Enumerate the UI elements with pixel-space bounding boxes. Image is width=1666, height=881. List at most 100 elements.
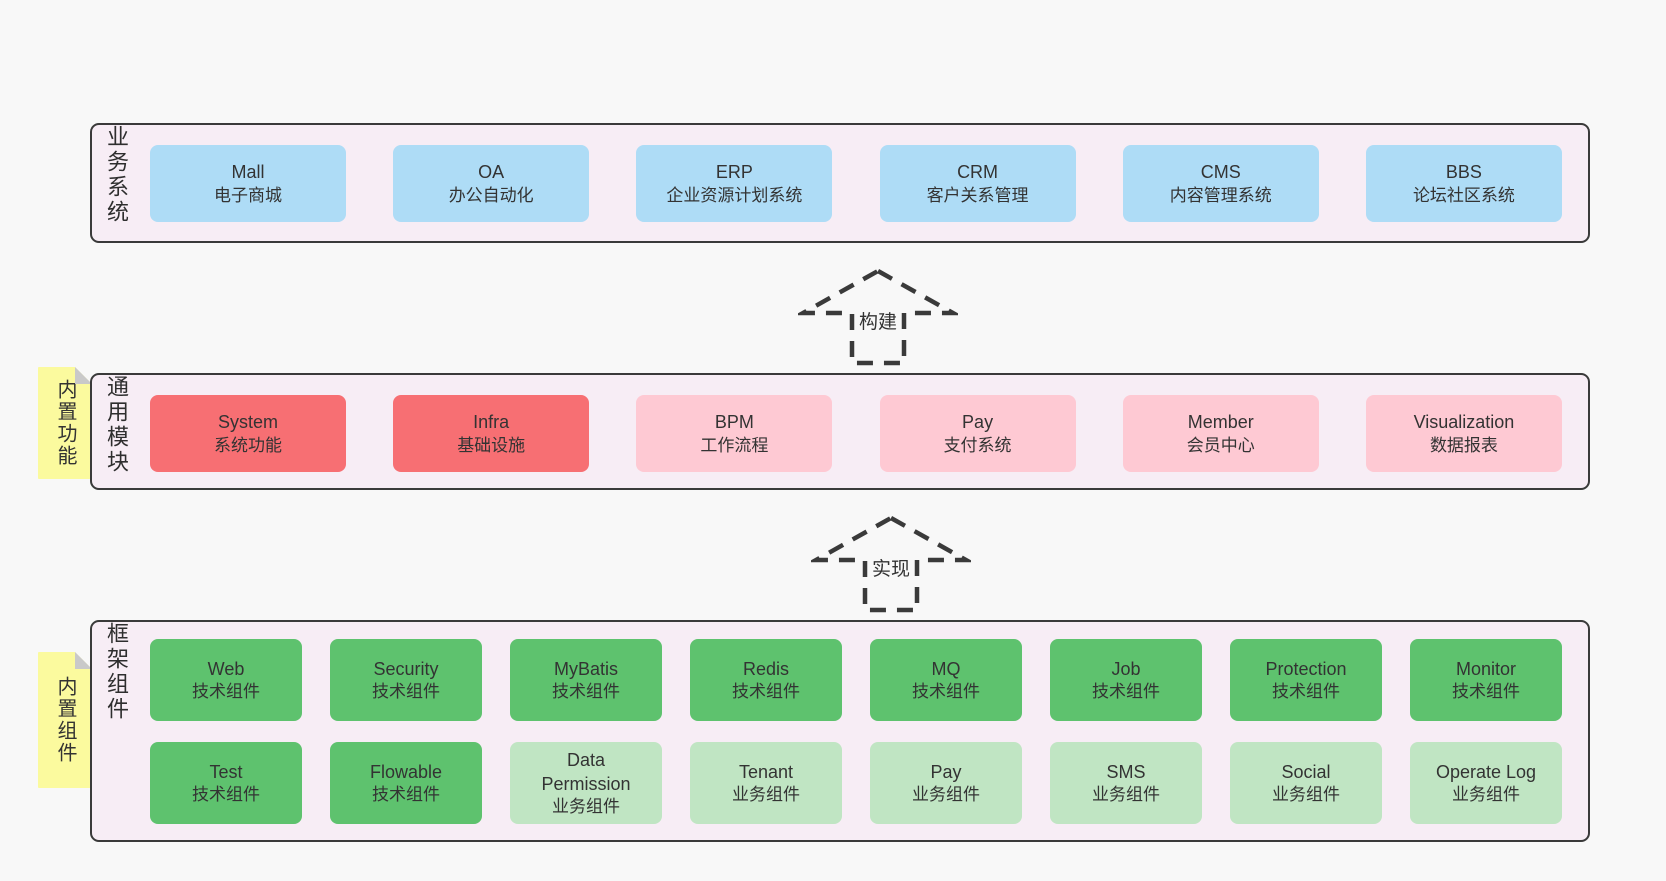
- box-subtitle: 技术组件: [1452, 682, 1520, 702]
- box-title: Protection: [1265, 658, 1347, 679]
- box-title: SMS: [1106, 761, 1146, 782]
- box-title: BPM: [714, 412, 754, 433]
- box-subtitle: 技术组件: [1272, 682, 1340, 702]
- box-subtitle: 企业资源计划系统: [666, 185, 803, 205]
- box-test: Test 技术组件: [150, 742, 302, 824]
- box-subtitle: 业务组件: [732, 785, 800, 805]
- business-box-row: Mall 电子商城 OA 办公自动化 ERP 企业资源计划系统 CRM 客户关系…: [150, 145, 1562, 222]
- box-subtitle: 支付系统: [943, 435, 1012, 455]
- sticky-tab-builtin-features: 内置功能: [38, 367, 92, 479]
- section-framework-components: 框架组件 Web 技术组件 Security 技术组件 MyBatis 技术组件…: [90, 620, 1590, 842]
- box-social: Social 业务组件: [1230, 742, 1382, 824]
- box-subtitle: 工作流程: [700, 435, 769, 455]
- box-erp: ERP 企业资源计划系统: [636, 145, 833, 222]
- box-data-permission: Data Permission 业务组件: [510, 742, 662, 824]
- box-subtitle: 技术组件: [372, 785, 440, 805]
- box-mall: Mall 电子商城: [150, 145, 346, 222]
- modules-box-row: System 系统功能 Infra 基础设施 BPM 工作流程 Pay 支付系统…: [150, 395, 1562, 472]
- section-common-modules: 通用模块 System 系统功能 Infra 基础设施 BPM 工作流程 Pay…: [90, 373, 1590, 490]
- box-title: CMS: [1200, 162, 1241, 183]
- components-box-row-1: Web 技术组件 Security 技术组件 MyBatis 技术组件 Redi…: [150, 639, 1562, 721]
- box-subtitle: 基础设施: [457, 435, 526, 455]
- box-title: Pay: [962, 412, 994, 433]
- box-mq: MQ 技术组件: [870, 639, 1022, 721]
- box-subtitle: 技术组件: [192, 785, 260, 805]
- box-oa: OA 办公自动化: [393, 145, 590, 222]
- dashed-up-arrow-icon: [798, 268, 958, 366]
- box-title: Social: [1281, 761, 1331, 782]
- sticky-tab-label: 内置组件: [54, 676, 76, 764]
- components-box-row-2: Test 技术组件 Flowable 技术组件 Data Permission …: [150, 742, 1562, 824]
- box-subtitle: 论坛社区系统: [1412, 185, 1515, 205]
- box-mybatis: MyBatis 技术组件: [510, 639, 662, 721]
- box-member: Member 会员中心: [1122, 395, 1319, 472]
- box-job: Job 技术组件: [1050, 639, 1202, 721]
- box-crm: CRM 客户关系管理: [879, 145, 1076, 222]
- box-title: Data Permission: [541, 749, 631, 794]
- box-redis: Redis 技术组件: [690, 639, 842, 721]
- box-subtitle: 电子商城: [214, 185, 282, 205]
- box-title: Member: [1187, 412, 1254, 433]
- box-subtitle: 技术组件: [732, 682, 800, 702]
- box-system: System 系统功能: [150, 395, 346, 472]
- box-title: Infra: [473, 412, 510, 433]
- box-subtitle: 业务组件: [912, 785, 980, 805]
- box-title: MQ: [931, 658, 961, 679]
- sticky-tab-label: 内置功能: [54, 379, 76, 467]
- box-subtitle: 技术组件: [1092, 682, 1160, 702]
- box-title: Visualization: [1413, 412, 1515, 433]
- box-web: Web 技术组件: [150, 639, 302, 721]
- box-pay-module: Pay 支付系统: [879, 395, 1076, 472]
- box-subtitle: 办公自动化: [448, 185, 534, 205]
- box-title: Pay: [930, 761, 962, 782]
- box-infra: Infra 基础设施: [393, 395, 590, 472]
- box-subtitle: 业务组件: [552, 797, 620, 817]
- box-title: ERP: [715, 162, 753, 183]
- box-flowable: Flowable 技术组件: [330, 742, 482, 824]
- box-subtitle: 技术组件: [912, 682, 980, 702]
- sticky-tab-builtin-components: 内置组件: [38, 652, 92, 788]
- box-pay-component: Pay 业务组件: [870, 742, 1022, 824]
- section-business-systems: 业务系统 Mall 电子商城 OA 办公自动化 ERP 企业资源计划系统 CRM…: [90, 123, 1590, 243]
- arrow-build-label: 构建: [855, 306, 901, 335]
- arrow-implement-label: 实现: [868, 553, 914, 582]
- box-subtitle: 技术组件: [552, 682, 620, 702]
- box-subtitle: 数据报表: [1429, 435, 1498, 455]
- box-title: Flowable: [369, 761, 443, 782]
- box-title: Mall: [231, 162, 265, 183]
- box-tenant: Tenant 业务组件: [690, 742, 842, 824]
- box-title: Monitor: [1455, 658, 1517, 679]
- box-title: Web: [207, 658, 245, 679]
- box-title: Job: [1111, 658, 1141, 679]
- box-subtitle: 业务组件: [1092, 785, 1160, 805]
- box-subtitle: 会员中心: [1186, 435, 1255, 455]
- box-subtitle: 内容管理系统: [1169, 185, 1272, 205]
- arrow-implement: 实现: [811, 513, 971, 613]
- box-title: MyBatis: [553, 658, 618, 679]
- box-title: OA: [478, 162, 505, 183]
- box-title: CRM: [957, 162, 999, 183]
- box-monitor: Monitor 技术组件: [1410, 639, 1562, 721]
- box-title: BBS: [1445, 162, 1482, 183]
- box-title: Test: [209, 761, 243, 782]
- box-sms: SMS 业务组件: [1050, 742, 1202, 824]
- box-subtitle: 技术组件: [192, 682, 260, 702]
- box-protection: Protection 技术组件: [1230, 639, 1382, 721]
- box-subtitle: 客户关系管理: [926, 185, 1029, 205]
- box-title: System: [217, 412, 278, 433]
- arrow-build: 构建: [798, 266, 958, 366]
- box-title: Security: [373, 658, 439, 679]
- box-operate-log: Operate Log 业务组件: [1410, 742, 1562, 824]
- box-subtitle: 系统功能: [214, 435, 282, 455]
- section-label-business: 业务系统: [104, 125, 129, 225]
- box-security: Security 技术组件: [330, 639, 482, 721]
- dashed-up-arrow-icon: [811, 515, 971, 613]
- box-subtitle: 业务组件: [1272, 785, 1340, 805]
- section-label-modules: 通用模块: [104, 375, 129, 475]
- box-cms: CMS 内容管理系统: [1122, 145, 1319, 222]
- box-visualization: Visualization 数据报表: [1365, 395, 1562, 472]
- section-label-components: 框架组件: [104, 622, 129, 722]
- box-subtitle: 技术组件: [372, 682, 440, 702]
- box-bpm: BPM 工作流程: [636, 395, 833, 472]
